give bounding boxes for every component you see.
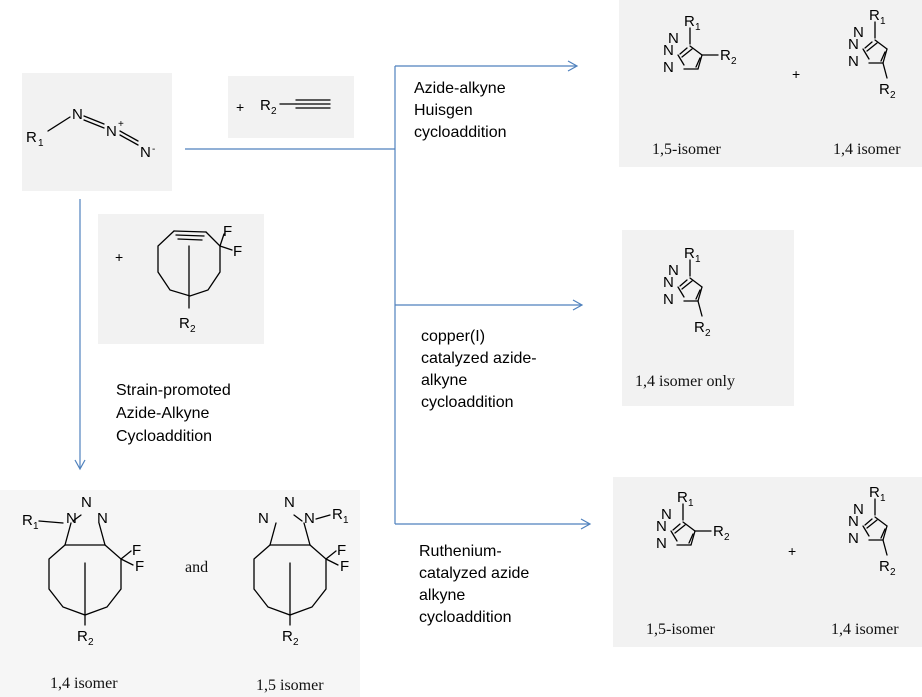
svg-text:-: - — [152, 144, 155, 155]
svg-text:1,4 isomer: 1,4 isomer — [833, 141, 901, 158]
svg-text:2: 2 — [190, 324, 196, 335]
svg-text:Huisgen: Huisgen — [414, 102, 473, 119]
svg-text:1,5-isomer: 1,5-isomer — [652, 141, 722, 158]
svg-text:1: 1 — [38, 138, 44, 149]
huisgen-label: Azide-alkyne Huisgen cycloaddition — [414, 80, 507, 141]
svg-text:N: N — [97, 510, 108, 527]
ruthenium-label: Ruthenium- catalyzed azide alkyne cycloa… — [419, 543, 529, 626]
svg-text:Strain-promoted: Strain-promoted — [116, 382, 231, 399]
svg-text:Azide-Alkyne: Azide-Alkyne — [116, 405, 209, 422]
cyclooctyne-structure: + F F R 2 — [115, 223, 242, 335]
svg-text:N: N — [140, 144, 151, 161]
azide-panel — [22, 73, 172, 191]
huisgen-product-panel — [619, 0, 922, 167]
svg-text:+: + — [115, 249, 123, 265]
svg-text:catalyzed azide-: catalyzed azide- — [421, 350, 537, 367]
svg-text:cycloaddition: cycloaddition — [419, 609, 512, 626]
copper-product-panel — [622, 230, 794, 406]
copper-label: copper(I) catalyzed azide- alkyne cycloa… — [421, 328, 537, 411]
svg-text:N: N — [106, 123, 117, 140]
svg-text:1,5-isomer: 1,5-isomer — [646, 621, 716, 638]
svg-text:N: N — [81, 494, 92, 511]
svg-text:N: N — [258, 510, 269, 527]
svg-text:1,5 isomer: 1,5 isomer — [256, 677, 324, 694]
svg-text:R: R — [179, 315, 190, 332]
svg-text:1: 1 — [33, 521, 39, 532]
svg-text:Cycloaddition: Cycloaddition — [116, 428, 212, 445]
spaac-products: N N N R 1 and N N N R 1 1,4 isomer 1,5 i… — [22, 494, 350, 694]
svg-text:N: N — [304, 510, 315, 527]
svg-text:R: R — [260, 97, 271, 114]
svg-text:copper(I): copper(I) — [421, 328, 485, 345]
svg-text:alkyne: alkyne — [419, 587, 465, 604]
ruthenium-products: + 1,5-isomer 1,4 isomer — [646, 483, 899, 638]
svg-text:R: R — [22, 512, 33, 529]
svg-text:1,4 isomer: 1,4 isomer — [831, 621, 899, 638]
svg-text:2: 2 — [271, 106, 277, 117]
svg-text:N: N — [66, 510, 77, 527]
alkyne-panel — [228, 76, 354, 138]
svg-text:+: + — [236, 99, 244, 115]
copper-product: 1,4 isomer only — [635, 244, 735, 390]
svg-text:cycloaddition: cycloaddition — [414, 124, 507, 141]
svg-text:F: F — [223, 223, 232, 240]
svg-text:F: F — [233, 243, 242, 260]
svg-text:R: R — [332, 506, 343, 523]
azide-structure: R 1 N N + N - — [26, 106, 155, 161]
svg-text:Azide-alkyne: Azide-alkyne — [414, 80, 506, 97]
svg-text:Ruthenium-: Ruthenium- — [419, 543, 502, 560]
svg-text:+: + — [788, 543, 796, 559]
svg-text:R: R — [26, 129, 37, 146]
svg-text:cycloaddition: cycloaddition — [421, 394, 514, 411]
huisgen-products: + 1,5-isomer 1,4 isomer — [652, 6, 901, 158]
svg-text:+: + — [118, 119, 124, 130]
svg-text:+: + — [792, 66, 800, 82]
spaac-label: Strain-promoted Azide-Alkyne Cycloadditi… — [116, 382, 231, 445]
svg-text:and: and — [185, 559, 208, 576]
alkyne-structure: + R 2 — [236, 97, 331, 117]
reaction-arrows — [74, 60, 592, 530]
svg-text:alkyne: alkyne — [421, 372, 467, 389]
svg-text:N: N — [284, 494, 295, 511]
svg-text:N: N — [72, 106, 83, 123]
spaac-product-panel — [0, 490, 360, 697]
svg-text:1,4 isomer: 1,4 isomer — [50, 675, 118, 692]
svg-text:1: 1 — [343, 515, 349, 526]
svg-text:catalyzed azide: catalyzed azide — [419, 565, 529, 582]
svg-text:1,4 isomer only: 1,4 isomer only — [635, 373, 735, 390]
